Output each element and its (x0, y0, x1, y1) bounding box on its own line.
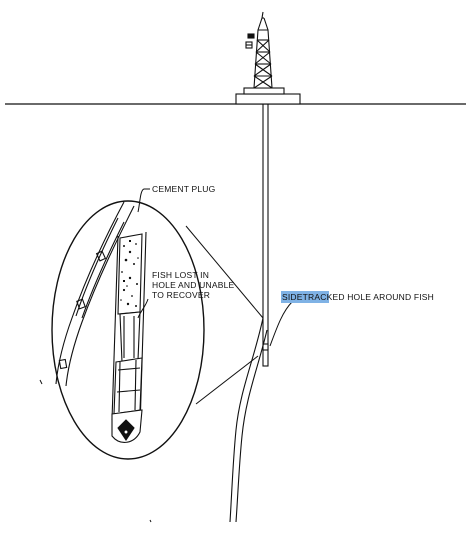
stray-mark (39, 379, 43, 385)
detail-callout-line-upper (185, 225, 264, 319)
fish-label-line-3: TO RECOVER (152, 290, 210, 300)
label-leaders (137, 188, 293, 347)
drilling-rig-icon (235, 11, 301, 105)
fish-label-line-2: HOLE AND UNABLE (152, 280, 234, 290)
sidetracked-hole-label[interactable]: SIDETRACKED HOLE AROUND FISH (282, 292, 434, 302)
detail-contents (55, 201, 147, 443)
original-wellbore (262, 104, 269, 367)
sidetracked-wellbore (229, 317, 268, 523)
cement-plug-speckles (120, 240, 139, 307)
text-selection-highlight (281, 291, 329, 303)
stray-mark-2 (149, 519, 152, 523)
fish-label-line-1: FISH LOST IN (152, 270, 209, 280)
detail-callout-line-lower (195, 355, 259, 405)
sidetracked-label-selected-part: SIDETRACK (282, 292, 333, 302)
sidetracked-label-rest: ED HOLE AROUND FISH (332, 292, 434, 302)
cement-plug-label: CEMENT PLUG (152, 184, 215, 194)
